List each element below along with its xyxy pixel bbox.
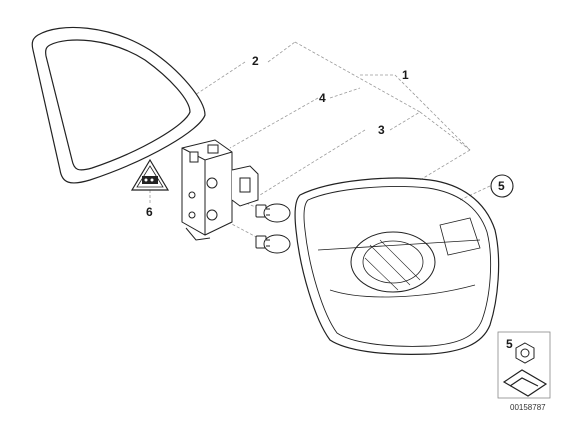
inset-label: 5 (506, 337, 513, 351)
bulb-upper (255, 203, 291, 223)
callout-part-5-circle: 5 (490, 174, 514, 198)
bulb-lower (255, 234, 291, 254)
callout-part-6: 6 (146, 205, 153, 219)
leader-part-4 (229, 97, 319, 149)
leader-part-3-right (389, 111, 421, 131)
leader-part-5 (459, 185, 491, 201)
catalog-number: 00158787 (510, 403, 546, 412)
bulb-icon (255, 203, 291, 254)
hex-nut-icon (515, 342, 535, 364)
callout-part-4: 4 (319, 91, 326, 105)
callout-part-3: 3 (378, 123, 385, 137)
callout-part-1: 1 (402, 68, 409, 82)
leader-part-1-bracket (394, 74, 471, 151)
direction-arrow-icon (502, 369, 548, 397)
bulb-holder (181, 139, 259, 241)
callout-part-2: 2 (252, 54, 259, 68)
leader-part-4-right (329, 87, 361, 99)
rear-light-housing (294, 177, 500, 355)
leader-bracket-right (419, 111, 471, 151)
warning-triangle-icon (130, 158, 170, 191)
leader-bracket-top-right (294, 41, 421, 113)
leader-part-2 (194, 61, 246, 96)
gasket-seal (31, 26, 206, 184)
leader-bracket-top (267, 41, 296, 63)
callout-part-5: 5 (498, 179, 505, 193)
leader-bracket-lower (419, 149, 471, 181)
inset-box: 5 (497, 331, 551, 399)
leader-lines (149, 41, 491, 241)
leader-part-3 (259, 129, 366, 196)
